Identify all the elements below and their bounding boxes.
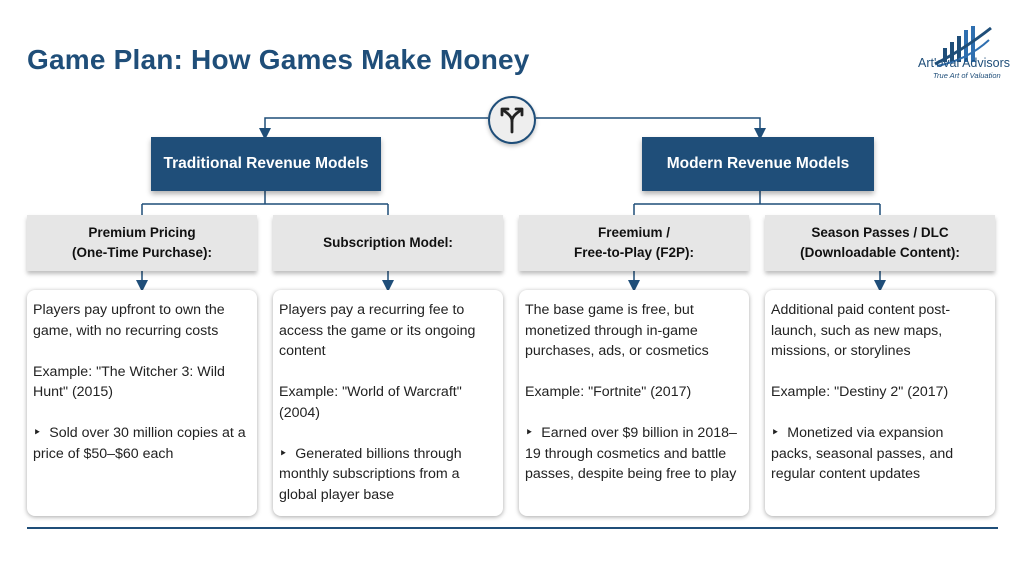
header-line: Subscription Model: — [323, 235, 453, 250]
content-card-season-passes: Additional paid content post-launch, suc… — [765, 290, 995, 516]
header-line: Premium Pricing — [88, 225, 196, 240]
category-traditional: Traditional Revenue Models — [151, 137, 381, 191]
category-label: Modern Revenue Models — [666, 155, 850, 172]
card-example: Example: "The Witcher 3: Wild Hunt" (201… — [33, 363, 225, 401]
fork-arrows-icon — [500, 107, 524, 134]
card-description: Additional paid content post-launch, suc… — [771, 302, 951, 359]
category-label: Traditional Revenue Models — [163, 155, 369, 172]
card-example: Example: "Fortnite" (2017) — [525, 384, 692, 400]
card-detail: ‣ Earned over $9 billion in 2018–19 thro… — [525, 423, 741, 485]
content-card-freemium: The base game is free, but monetized thr… — [519, 290, 749, 516]
header-line: (Downloadable Content): — [800, 245, 960, 260]
logo-tagline: True Art of Valuation — [933, 71, 1001, 80]
card-example: Example: "World of Warcraft" (2004) — [279, 384, 462, 421]
card-detail: ‣ Sold over 30 million copies at a price… — [33, 423, 249, 464]
page-title: Game Plan: How Games Make Money — [27, 44, 530, 75]
content-card-premium: Players pay upfront to own the game, wit… — [27, 290, 257, 516]
card-description: Players pay a recurring fee to access th… — [279, 302, 476, 359]
header-premium-pricing: Premium Pricing (One-Time Purchase): — [27, 215, 257, 271]
card-detail: ‣ Generated billions through monthly sub… — [279, 444, 495, 506]
header-freemium: Freemium / Free-to-Play (F2P): — [519, 215, 749, 271]
bullet-icon: ‣ — [33, 425, 42, 441]
logo-name: Art'oval Advisors — [918, 56, 1011, 70]
bullet-icon: ‣ — [771, 425, 780, 441]
card-detail-text: Monetized via expansion packs, seasonal … — [771, 425, 954, 482]
header-subscription-model: Subscription Model: — [273, 215, 503, 271]
card-detail-text: Generated billions through monthly subsc… — [279, 445, 462, 503]
bottom-divider — [27, 527, 998, 529]
header-line: Freemium / — [597, 225, 671, 240]
fork-arrows-badge — [488, 96, 536, 144]
card-example: Example: "Destiny 2" (2017) — [771, 384, 949, 400]
card-detail-text: Sold over 30 million copies at a price o… — [33, 425, 246, 462]
bullet-icon: ‣ — [279, 445, 288, 462]
header-line: Free-to-Play (F2P): — [573, 245, 695, 260]
header-season-passes: Season Passes / DLC (Downloadable Conten… — [765, 215, 995, 271]
bullet-icon: ‣ — [525, 425, 534, 441]
header-line: Season Passes / DLC — [811, 225, 949, 240]
card-description: Players pay upfront to own the game, wit… — [33, 302, 225, 339]
card-detail-text: Earned over $9 billion in 2018–19 throug… — [525, 425, 737, 482]
card-detail: ‣ Monetized via expansion packs, seasona… — [771, 423, 987, 485]
category-modern: Modern Revenue Models — [642, 137, 874, 191]
header-line: (One-Time Purchase): — [71, 245, 213, 260]
content-card-subscription: Players pay a recurring fee to access th… — [273, 290, 503, 516]
bar-chart-swoosh-icon — [934, 26, 992, 67]
card-description: The base game is free, but monetized thr… — [525, 302, 709, 359]
